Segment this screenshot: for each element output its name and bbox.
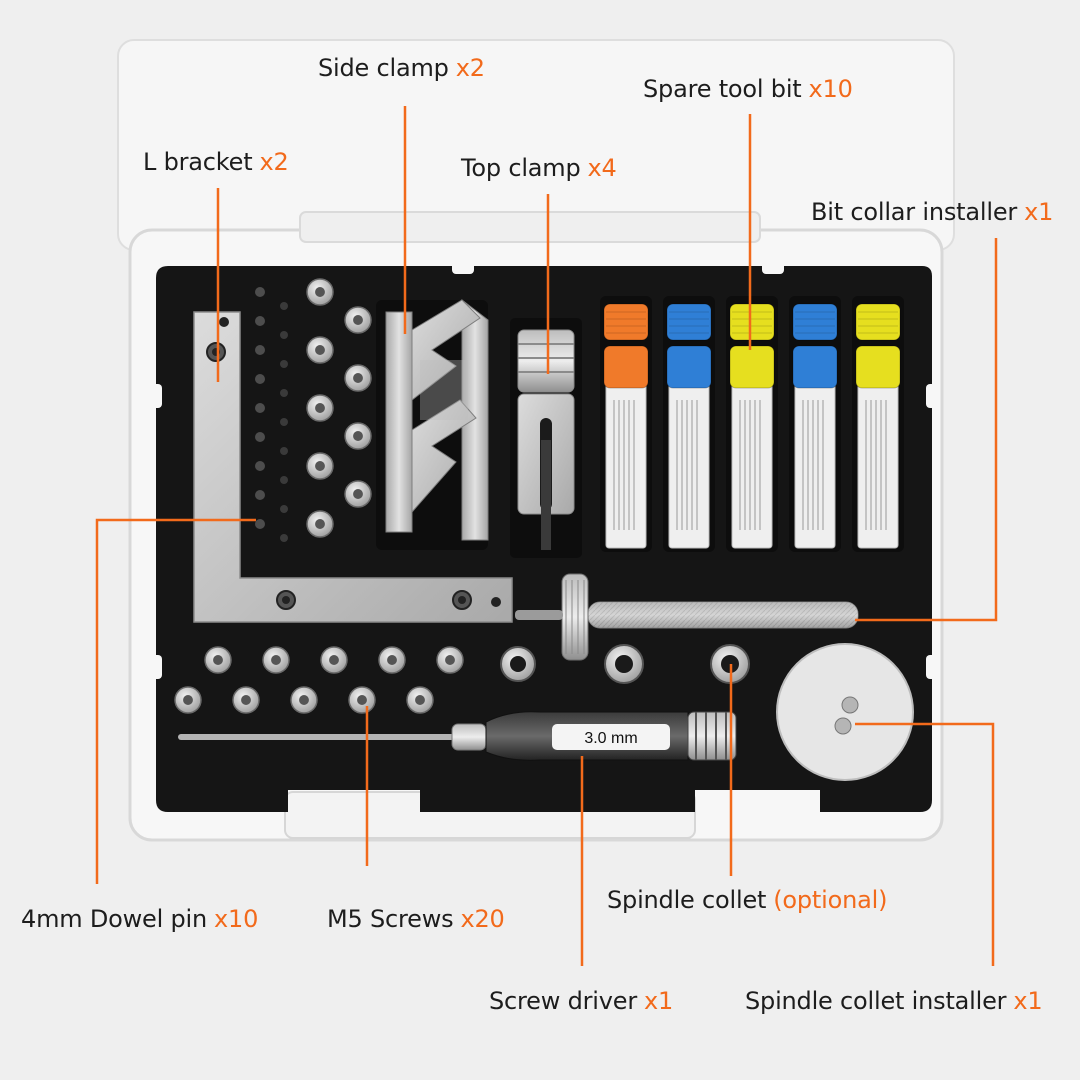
screwdriver-size-label: 3.0 mm: [584, 730, 637, 747]
callout-spindle-collet: Spindle collet(optional): [607, 886, 887, 914]
dowel-pin-hole: [280, 505, 288, 513]
spare-tool-bit: [789, 296, 841, 552]
m5-screw: [348, 686, 376, 714]
dowel-pin-hole: [280, 418, 288, 426]
m5-screw: [344, 422, 372, 450]
m5-screw: [344, 480, 372, 508]
dowel-pin: [255, 345, 265, 355]
m5-screw: [306, 336, 334, 364]
spare-tool-bit: [852, 296, 904, 552]
callout-spindle-collet-installer-name: Spindle collet installer: [745, 987, 1007, 1015]
callout-spindle-collet-qty: (optional): [773, 886, 888, 914]
foam-notch: [762, 262, 784, 274]
top-clamp: [510, 318, 582, 558]
dowel-pin-hole: [280, 389, 288, 397]
callout-l-bracket-qty: x2: [259, 148, 289, 176]
callout-side-clamp-name: Side clamp: [318, 54, 449, 82]
dowel-pin: [255, 461, 265, 471]
m5-screw: [436, 646, 464, 674]
screw-driver: 3.0 mm: [178, 711, 737, 761]
callout-spindle-collet-name: Spindle collet: [607, 886, 767, 914]
dowel-pin: [255, 490, 265, 500]
m5-screw: [306, 452, 334, 480]
foam-notch: [926, 655, 938, 679]
spare-tool-bit: [600, 296, 652, 552]
callout-l-bracket-name: L bracket: [143, 148, 253, 176]
dowel-pin: [255, 316, 265, 326]
callout-spindle-collet-installer-qty: x1: [1013, 987, 1043, 1015]
m5-screw: [306, 394, 334, 422]
m5-screw: [306, 510, 334, 538]
bit-collar-installer: [515, 573, 859, 661]
m5-screw: [344, 364, 372, 392]
dowel-pin-hole: [280, 534, 288, 542]
callout-m5-screws-qty: x20: [460, 905, 505, 933]
m5-screw: [378, 646, 406, 674]
spare-tool-bit: [663, 296, 715, 552]
callout-side-clamp-qty: x2: [455, 54, 485, 82]
callout-spare-tool-bit-name: Spare tool bit: [643, 75, 802, 103]
dowel-pin: [255, 519, 265, 529]
callout-top-clamp-name: Top clamp: [461, 154, 581, 182]
spare-tool-bit: [726, 296, 778, 552]
m5-screw-group-upper: [306, 278, 372, 538]
foam-notch: [150, 655, 162, 679]
dowel-pin: [255, 287, 265, 297]
side-clamp: [376, 298, 489, 550]
spindle-collet-group: [500, 644, 750, 684]
leader-dowel-pin: [95, 518, 256, 884]
dowel-pin-hole: [280, 360, 288, 368]
callout-bit-collar-installer-qty: x1: [1024, 198, 1054, 226]
foam-notch: [150, 384, 162, 408]
dowel-pin-hole: [280, 302, 288, 310]
l-bracket: [193, 311, 513, 623]
m5-screw: [262, 646, 290, 674]
callout-bit-collar-installer-name: Bit collar installer: [811, 198, 1018, 226]
m5-screw: [344, 306, 372, 334]
dowel-pin-hole: [280, 476, 288, 484]
m5-screw: [204, 646, 232, 674]
leader-bit-collar-installer: [855, 238, 998, 622]
m5-screw: [406, 686, 434, 714]
foam-notch: [926, 384, 938, 408]
m5-screw: [290, 686, 318, 714]
dowel-pin: [255, 432, 265, 442]
callout-spare-tool-bit-qty: x10: [808, 75, 853, 103]
m5-screw-group-lower: [174, 646, 464, 714]
leader-spindle-collet-installer: [855, 722, 995, 966]
callout-screw-driver-qty: x1: [644, 987, 674, 1015]
dowel-pin: [255, 374, 265, 384]
callout-m5-screws-name: M5 Screws: [327, 905, 454, 933]
foam-notch: [452, 262, 474, 274]
callout-dowel-pin-qty: x10: [214, 905, 259, 933]
dowel-pin: [255, 403, 265, 413]
callout-screw-driver-name: Screw driver: [489, 987, 637, 1015]
dowel-pin-group: [255, 287, 288, 542]
spindle-collet-installer: [776, 643, 914, 781]
dowel-pin-hole: [280, 331, 288, 339]
dowel-pin-hole: [280, 447, 288, 455]
callout-leader-lines: [95, 106, 998, 966]
m5-screw: [320, 646, 348, 674]
m5-screw: [174, 686, 202, 714]
callout-top-clamp-qty: x4: [587, 154, 617, 182]
spare-tool-bit-group: [600, 296, 904, 552]
m5-screw: [232, 686, 260, 714]
m5-screw: [306, 278, 334, 306]
callout-dowel-pin-name: 4mm Dowel pin: [21, 905, 208, 933]
